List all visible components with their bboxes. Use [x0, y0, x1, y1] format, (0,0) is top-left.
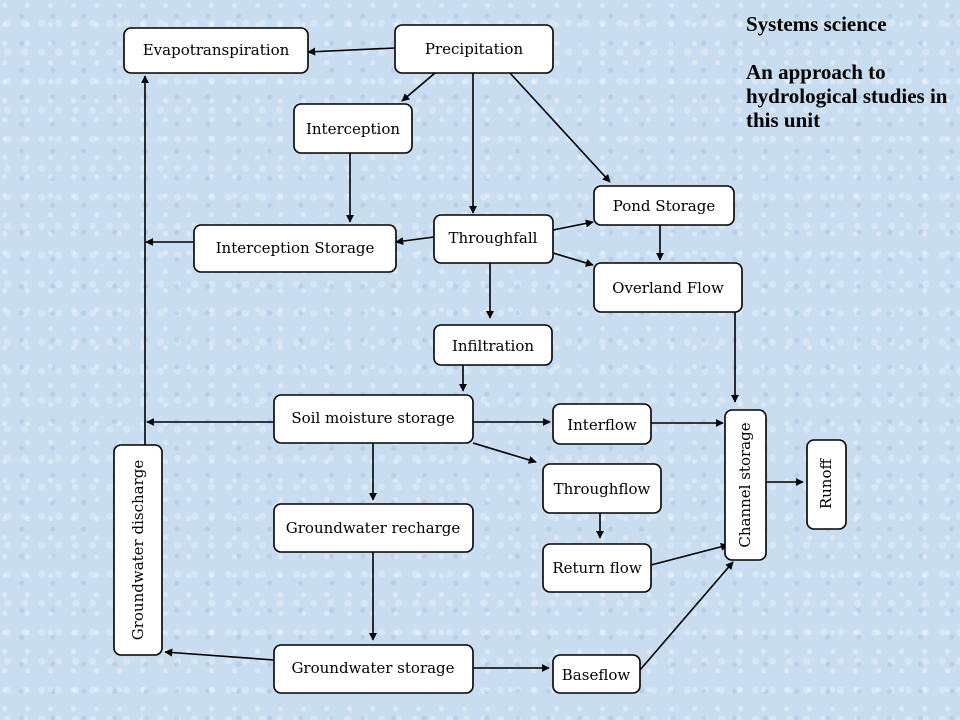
node-groundwater-storage: Groundwater storage [273, 644, 474, 694]
edge-precipitation-evapotranspiration [307, 47, 396, 56]
node-overland-flow: Overland Flow [593, 262, 743, 313]
node-throughfall: Throughfall [433, 214, 554, 264]
node-label: Throughfall [449, 229, 538, 247]
node-label: Groundwater discharge [129, 460, 147, 641]
node-label: Overland Flow [612, 279, 724, 297]
side-subheading: An approach to hydrological studies in t… [746, 60, 948, 132]
node-pond-storage: Pond Storage [593, 185, 735, 226]
node-label: Interception Storage [216, 239, 375, 257]
edges [141, 47, 804, 672]
node-label: Evapotranspiration [143, 41, 290, 59]
node-return-flow: Return flow [542, 543, 652, 593]
node-label: Return flow [552, 559, 641, 577]
node-groundwater-recharge: Groundwater recharge [273, 503, 474, 553]
node-label: Groundwater storage [291, 659, 454, 677]
edge-precipitation-interception [401, 72, 436, 102]
node-label: Channel storage [736, 422, 754, 547]
edge-throughfall-pond-storage [552, 219, 594, 231]
side-text: Systems science An approach to hydrologi… [746, 12, 951, 132]
edge-baseflow-channel-storage [639, 561, 734, 671]
edge-throughfall-interception-storage [395, 236, 435, 246]
node-interception: Interception [293, 103, 413, 154]
node-label: Soil moisture storage [291, 409, 454, 427]
side-heading: Systems science [746, 12, 887, 36]
node-label: Throughflow [554, 480, 651, 498]
node-soil-moisture-storage: Soil moisture storage [273, 394, 474, 444]
node-throughflow: Throughflow [542, 463, 662, 514]
edge-throughfall-overland-flow [552, 252, 594, 267]
node-interception-storage: Interception Storage [193, 224, 397, 273]
node-channel-storage: Channel storage [724, 409, 767, 561]
node-label: Interception [306, 120, 400, 138]
node-infiltration: Infiltration [433, 324, 553, 366]
edge-precipitation-pond-storage [509, 72, 611, 183]
node-label: Interflow [567, 416, 637, 434]
node-label: Baseflow [562, 666, 631, 684]
node-label: Infiltration [452, 337, 534, 355]
node-evapotranspiration: Evapotranspiration [123, 27, 309, 74]
node-label: Runoff [817, 458, 835, 510]
node-baseflow: Baseflow [552, 654, 641, 694]
node-label: Pond Storage [613, 197, 716, 215]
node-interflow: Interflow [552, 403, 652, 445]
node-precipitation: Precipitation [394, 24, 554, 74]
node-groundwater-discharge: Groundwater discharge [113, 444, 163, 656]
node-label: Precipitation [425, 40, 524, 58]
node-label: Groundwater recharge [286, 519, 461, 537]
node-runoff: Runoff [806, 439, 847, 530]
edge-groundwater-storage-groundwater-discharge [164, 648, 275, 661]
edge-return-flow-channel-storage [650, 542, 729, 566]
edge-soil-moisture-throughflow [472, 442, 537, 464]
